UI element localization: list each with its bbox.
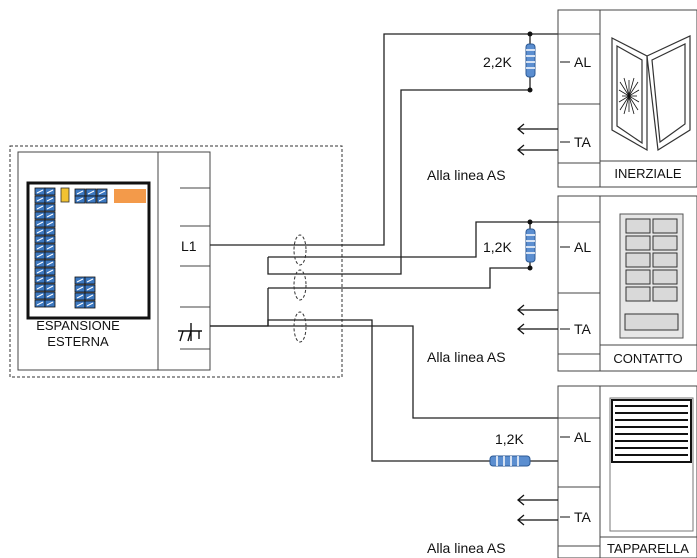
resistor-value-label: 2,2K: [483, 54, 512, 70]
al-terminal-label: AL: [574, 429, 591, 445]
board-fuse: [60, 187, 70, 203]
wire-ground-bus: [210, 288, 269, 327]
roller-shutter-icon: [609, 397, 694, 532]
contact-cell: [625, 252, 651, 268]
wire-return-contatto: [268, 267, 530, 289]
wire-ground-tapparella: [210, 325, 558, 419]
ta-terminal-label: TA: [574, 321, 592, 337]
resistor-value-label: 1,2K: [495, 431, 524, 447]
expansion-module: L1 ESPANSIONE ESTERNA: [9, 145, 343, 378]
contact-cell: [652, 269, 678, 285]
arrow-left-icon: [516, 494, 558, 526]
contact-cell: [652, 286, 678, 302]
contact-cell: [652, 252, 678, 268]
terminal-l1-label: L1: [181, 238, 197, 254]
window-shutter-icon: [611, 35, 691, 152]
arrow-left-icon: [516, 123, 558, 156]
wire-return-tapparella: [267, 319, 490, 462]
ta-terminal-label: TA: [574, 134, 592, 150]
cable-gland: [293, 269, 307, 301]
circuit-board: [26, 181, 151, 320]
ground-symbol-icon: [178, 323, 202, 342]
board-module-accent: [114, 189, 146, 203]
magnetic-contact-icon: [619, 213, 684, 339]
device-name: TAPPARELLA: [607, 541, 689, 556]
sensor-contatto: AL TA 1,2K Alla linea AS CONTATTO: [427, 195, 697, 372]
board-terminal-strip-bottom: [74, 276, 96, 309]
wire-l1-inerziale: [210, 33, 558, 246]
resistor-icon: [525, 43, 536, 78]
sensor-tapparella: AL TA 1,2K Alla linea AS TAPPARELLA: [427, 385, 697, 558]
sensor-inerziale: AL TA 2,2K Alla linea AS INERZIALE: [427, 9, 697, 188]
ta-terminal-label: TA: [574, 509, 592, 525]
device-name: INERZIALE: [614, 166, 682, 181]
wiring: [210, 33, 558, 462]
wire-return-inerziale: [267, 89, 530, 275]
contact-cell: [625, 286, 651, 302]
wire-l1-contatto: [268, 221, 558, 258]
expansion-name-line2: ESTERNA: [47, 334, 109, 349]
al-terminal-label: AL: [574, 54, 591, 70]
contact-cell: [625, 235, 651, 251]
device-name: CONTATTO: [613, 351, 682, 366]
line-note: Alla linea AS: [427, 167, 506, 183]
expansion-name-line1: ESPANSIONE: [36, 318, 120, 333]
contact-cell: [625, 269, 651, 285]
expansion-dashed-outline: [9, 145, 343, 378]
board-terminal-strip-left: [34, 187, 56, 308]
contact-cell: [625, 218, 651, 234]
resistor-icon: [525, 228, 536, 263]
resistor-icon: [489, 455, 531, 467]
contact-cell: [652, 235, 678, 251]
al-terminal-label: AL: [574, 239, 591, 255]
line-note: Alla linea AS: [427, 349, 506, 365]
board-terminal-strip-top: [74, 188, 108, 204]
resistor-value-label: 1,2K: [483, 239, 512, 255]
arrow-left-icon: [516, 304, 558, 335]
cable-gland: [293, 234, 307, 266]
line-note: Alla linea AS: [427, 540, 506, 556]
contact-cell: [652, 218, 678, 234]
cable-gland: [293, 311, 307, 343]
